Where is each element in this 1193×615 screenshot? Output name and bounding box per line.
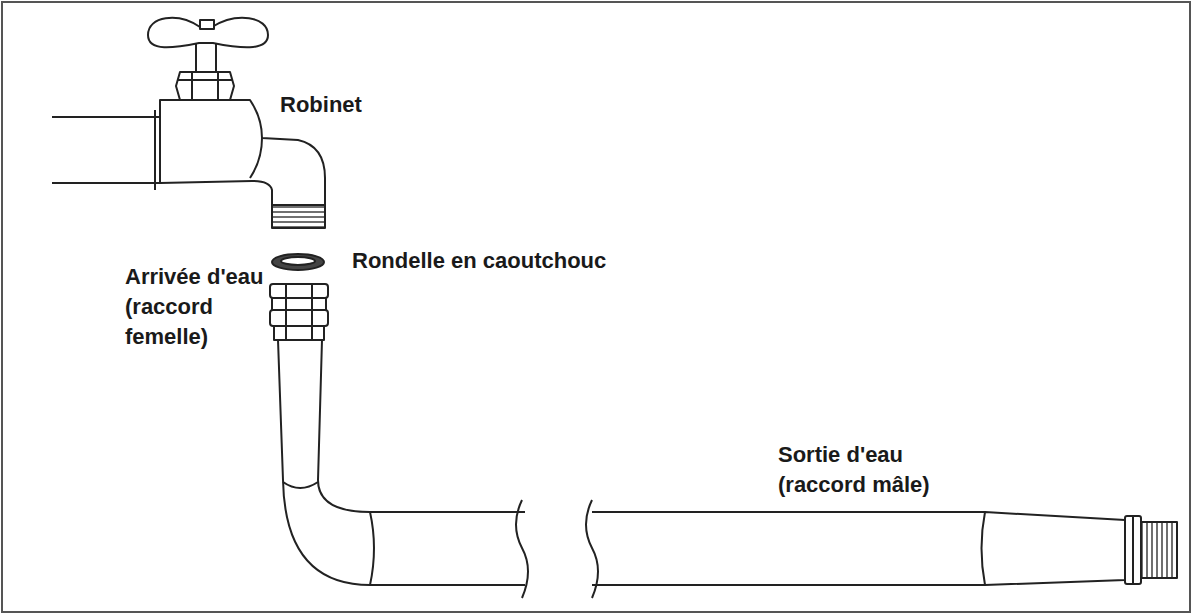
part-label: Robinet bbox=[280, 90, 480, 120]
garden-hose bbox=[270, 284, 1177, 598]
part-label: Rondelle en caoutchouc bbox=[352, 246, 732, 276]
faucet bbox=[52, 18, 325, 228]
rubber-washer bbox=[272, 254, 324, 270]
part-label: Sortie d'eau (raccord mâle) bbox=[778, 440, 958, 500]
part-label: Arrivée d'eau (raccord femelle) bbox=[125, 262, 265, 352]
